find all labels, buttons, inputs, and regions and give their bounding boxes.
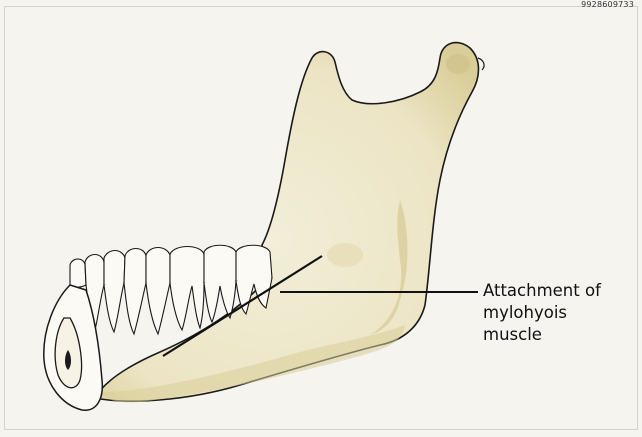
tooth <box>124 249 146 287</box>
tooth <box>170 247 204 287</box>
annotation-label: Attachment of mylohyois muscle <box>483 280 633 346</box>
mandible-bone <box>95 43 479 402</box>
mylohyoid-fossa-shadow <box>327 243 363 267</box>
tooth <box>146 248 170 287</box>
condyle-highlight <box>446 54 470 74</box>
tooth <box>85 255 104 288</box>
tooth <box>70 259 86 287</box>
tooth-root <box>104 283 124 332</box>
tooth <box>236 245 272 283</box>
tooth-root <box>170 283 204 330</box>
tooth-root <box>146 283 170 334</box>
tooth-root <box>124 283 146 334</box>
tooth <box>204 245 236 285</box>
tooth <box>104 251 125 287</box>
